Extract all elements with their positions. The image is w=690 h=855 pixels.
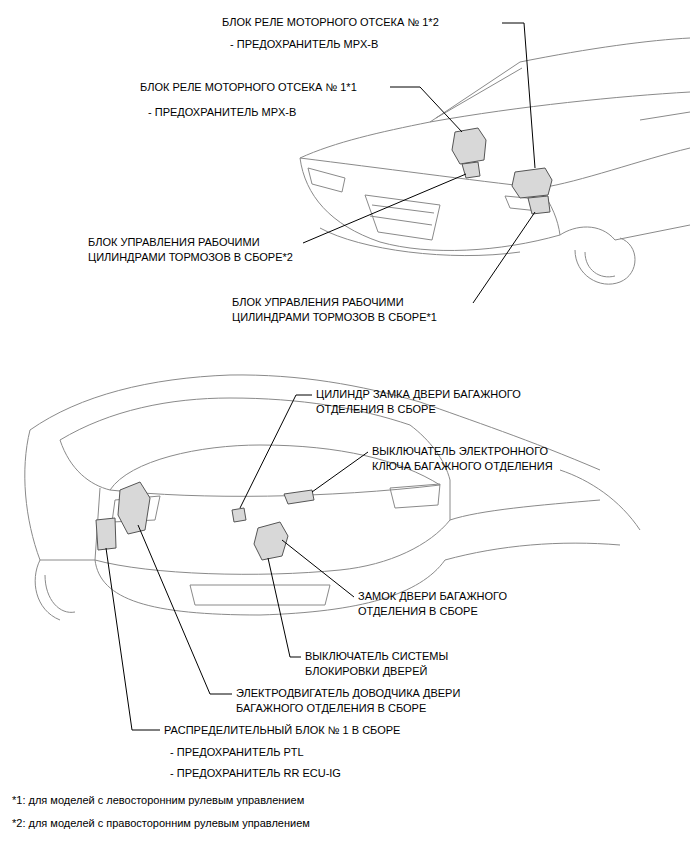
part-label: БЛОК РЕЛЕ МОТОРНОГО ОТСЕКА № 1*1 bbox=[140, 80, 357, 95]
front-car-components bbox=[452, 128, 552, 214]
part-label: РАСПРЕДЕЛИТЕЛЬНЫЙ БЛОК № 1 В СБОРЕ bbox=[164, 723, 400, 738]
part-label: ЦИЛИНДР ЗАМКА ДВЕРИ БАГАЖНОГО ОТДЕЛЕНИЯ … bbox=[316, 387, 546, 417]
rear-car-outline bbox=[25, 375, 640, 620]
fuse-label: - ПРЕДОХРАНИТЕЛЬ MPX-B bbox=[230, 37, 378, 52]
part-label: ЭЛЕКТРОДВИГАТЕЛЬ ДОВОДЧИКА ДВЕРИ БАГАЖНО… bbox=[236, 686, 498, 716]
footnote: *1: для моделей с левосторонним рулевым … bbox=[12, 793, 304, 808]
part-label: ВЫКЛЮЧАТЕЛЬ СИСТЕМЫ БЛОКИРОВКИ ДВЕРЕЙ bbox=[305, 649, 475, 679]
part-label: ВЫКЛЮЧАТЕЛЬ ЭЛЕКТРОННОГО КЛЮЧА БАГАЖНОГО… bbox=[372, 444, 584, 474]
leader-lines bbox=[303, 23, 535, 303]
part-label: БЛОК РЕЛЕ МОТОРНОГО ОТСЕКА № 1*2 bbox=[222, 15, 439, 30]
part-label: ЗАМОК ДВЕРИ БАГАЖНОГО ОТДЕЛЕНИЯ В СБОРЕ bbox=[358, 589, 538, 619]
fuse-label: - ПРЕДОХРАНИТЕЛЬ PTL bbox=[170, 745, 304, 760]
part-label: БЛОК УПРАВЛЕНИЯ РАБОЧИМИ ЦИЛИНДРАМИ ТОРМ… bbox=[232, 295, 472, 325]
fuse-label: - ПРЕДОХРАНИТЕЛЬ MPX-B bbox=[148, 105, 296, 120]
front-car-outline bbox=[300, 38, 690, 284]
footnote: *2: для моделей с правосторонним рулевым… bbox=[12, 816, 310, 831]
leader-lines bbox=[106, 395, 368, 730]
fuse-label: - ПРЕДОХРАНИТЕЛЬ RR ECU-IG bbox=[170, 766, 341, 781]
rear-car-components bbox=[96, 482, 314, 560]
part-label: БЛОК УПРАВЛЕНИЯ РАБОЧИМИ ЦИЛИНДРАМИ ТОРМ… bbox=[88, 235, 303, 265]
